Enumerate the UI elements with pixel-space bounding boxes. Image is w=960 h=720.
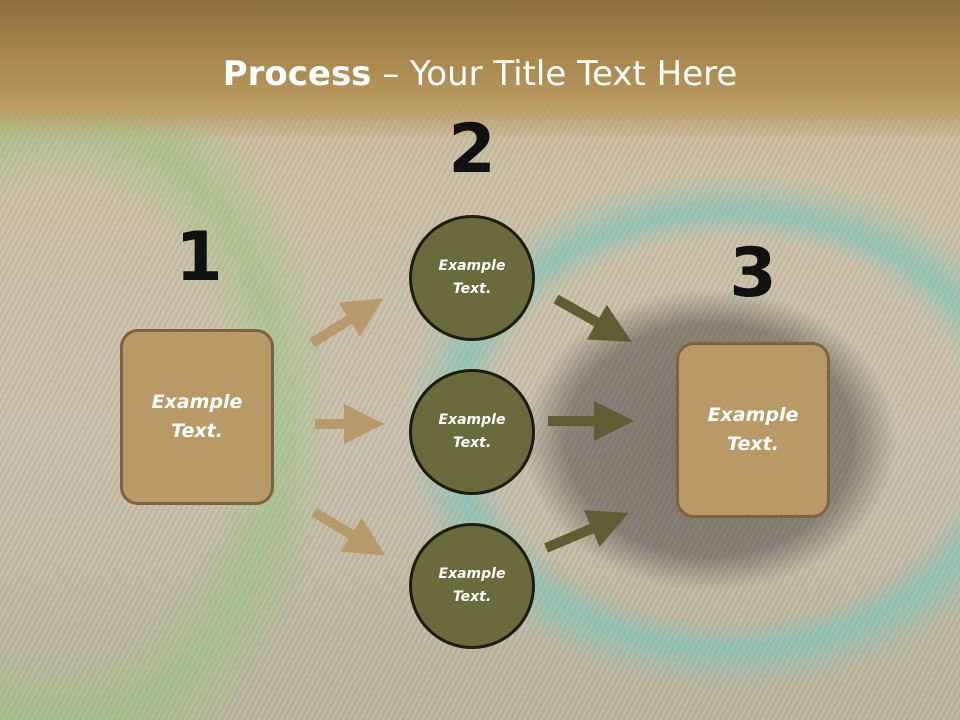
title-rest: – Your Title Text Here	[371, 54, 738, 94]
title-bold: Process	[222, 54, 372, 94]
circle-bottom: Example Text.	[409, 523, 535, 649]
circle-bottom-line2: Text.	[452, 589, 492, 605]
circle-top: Example Text.	[409, 215, 535, 341]
circle-top-line2: Text.	[452, 281, 492, 297]
circle-middle-line2: Text.	[452, 435, 492, 451]
circle-middle-line1: Example	[438, 412, 506, 428]
arrow-to-circle-top	[309, 298, 384, 348]
left-process-box: Example Text.	[120, 329, 274, 505]
right-box-line1: Example	[707, 404, 799, 426]
circle-top-line1: Example	[438, 258, 506, 274]
step-number-3: 3	[729, 234, 777, 313]
step-number-1: 1	[175, 218, 223, 297]
left-box-line2: Text.	[171, 420, 223, 442]
right-process-box: Example Text.	[676, 342, 830, 518]
slide-title: Process – Your Title Text Here	[0, 52, 960, 96]
step-number-2: 2	[448, 110, 496, 189]
circle-bottom-line1: Example	[438, 566, 506, 582]
left-box-line1: Example	[151, 391, 243, 413]
right-box-line2: Text.	[727, 433, 779, 455]
title-band	[0, 0, 960, 140]
arrow-from-circle-bottom	[544, 510, 629, 553]
circle-middle: Example Text.	[409, 369, 535, 495]
arrow-from-circle-top	[553, 294, 632, 342]
arrow-to-circle-bottom	[311, 507, 386, 556]
